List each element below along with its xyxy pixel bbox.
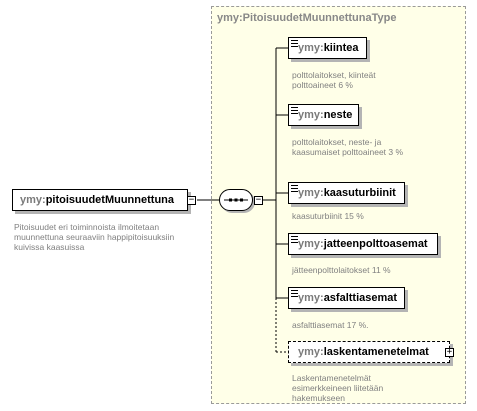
- element-name: asfalttiasemat: [323, 292, 398, 304]
- content-icon: [291, 185, 298, 192]
- element-prefix: ymy:: [298, 238, 324, 250]
- element-kiintea[interactable]: ymy:kiintea: [288, 37, 367, 59]
- root-documentation: Pitoisuudet eri toiminnoista ilmoitetaan…: [14, 222, 175, 252]
- element-name: neste: [323, 109, 353, 121]
- documentation-jatteenpolttoasemat: jätteenpolttolaitokset 11 %: [292, 265, 391, 275]
- documentation-neste: polttolaitokset, neste- ja kaasumaiset p…: [292, 137, 404, 157]
- sequence-icon: [224, 198, 248, 202]
- element-prefix: ymy:: [298, 346, 324, 358]
- element-name: kaasuturbiinit: [323, 187, 396, 199]
- element-laskentamenetelmat[interactable]: ymy:laskentamenetelmat: [288, 341, 450, 363]
- element-prefix: ymy:: [298, 42, 324, 54]
- sequence-collapse-toggle[interactable]: −: [254, 195, 263, 205]
- element-name: kiintea: [323, 42, 359, 54]
- sequence-compositor: [219, 189, 253, 211]
- element-neste[interactable]: ymy:neste: [288, 104, 359, 126]
- root-prefix: ymy:: [20, 194, 46, 206]
- content-icon: [291, 40, 298, 47]
- root-element[interactable]: ymy:pitoisuudetMuunnettuna: [12, 189, 188, 211]
- element-name: laskentamenetelmat: [323, 346, 429, 358]
- documentation-kaasuturbiinit: kaasuturbiinit 15 %: [292, 211, 364, 221]
- element-kaasuturbiinit[interactable]: ymy:kaasuturbiinit: [288, 182, 405, 204]
- element-name: jatteenpolttoasemat: [323, 238, 428, 250]
- content-icon: [291, 107, 298, 114]
- type-title: ymy:PitoisuudetMuunnettunaType: [217, 12, 397, 24]
- element-asfalttiasemat[interactable]: ymy:asfalttiasemat: [288, 287, 405, 309]
- element-jatteenpolttoasemat[interactable]: ymy:jatteenpolttoasemat: [288, 233, 438, 255]
- content-icon: [291, 290, 298, 297]
- root-name: pitoisuudetMuunnettuna: [45, 194, 174, 206]
- complex-type-container: [211, 6, 466, 404]
- element-prefix: ymy:: [298, 292, 324, 304]
- documentation-laskentamenetelmat: Laskentamenetelmät esimerkkeineen liitet…: [292, 373, 384, 403]
- laskentamenetelmat-expand-toggle[interactable]: +: [445, 347, 454, 357]
- root-collapse-toggle[interactable]: −: [187, 195, 196, 205]
- element-prefix: ymy:: [298, 187, 324, 199]
- documentation-kiintea: polttolaitokset, kiinteät polttoaineet 6…: [292, 70, 376, 90]
- documentation-asfalttiasemat: asfalttiasemat 17 %.: [292, 320, 369, 330]
- element-prefix: ymy:: [298, 109, 324, 121]
- content-icon: [291, 236, 298, 243]
